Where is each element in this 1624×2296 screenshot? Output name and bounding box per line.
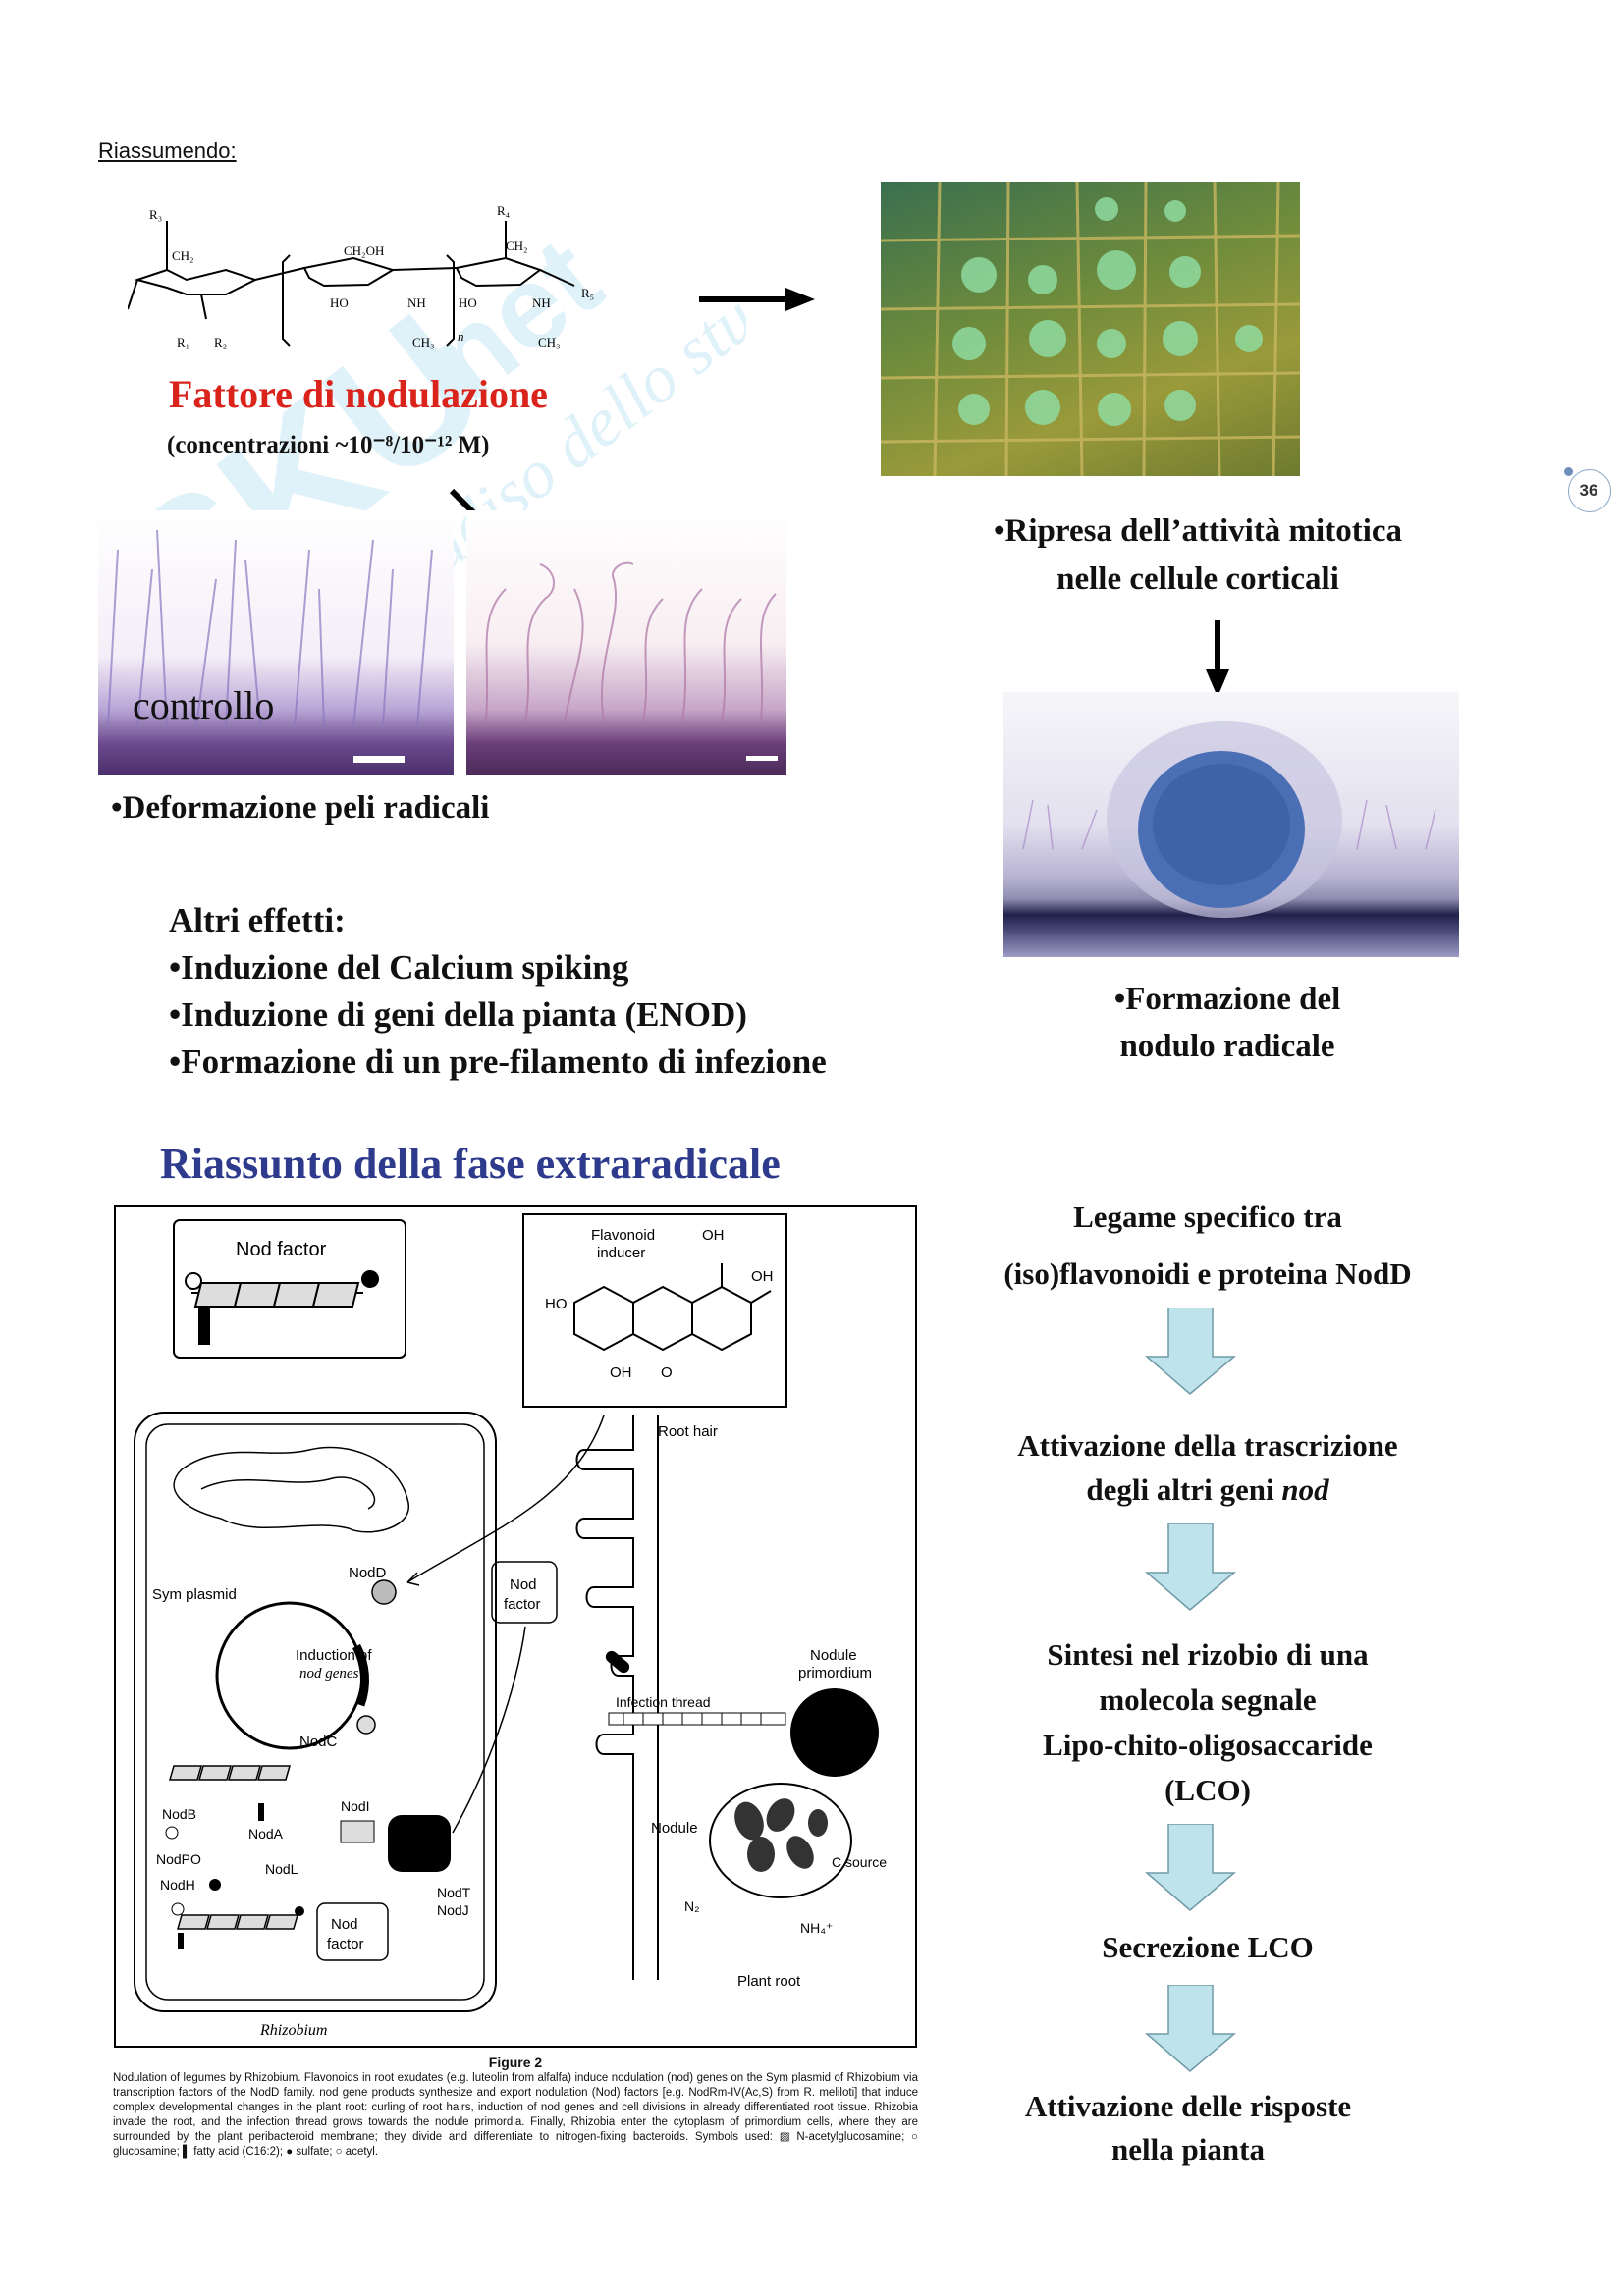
- struct-nh-1: NH: [407, 295, 426, 310]
- struct-r3: R₃: [149, 207, 162, 222]
- struct-ch2-2: CH₂: [506, 239, 528, 253]
- nod-factor-structure: R₃ CH₂ R₁ R₂ CH₂OH HO NH CH₃ n R₄ CH₂ HO…: [128, 201, 638, 363]
- flow-step2-l2a: degli altri geni: [1086, 1472, 1281, 1507]
- struct-ch2-1: CH₂: [172, 248, 194, 263]
- fig-nod-mid-1: Nod: [510, 1576, 537, 1593]
- struct-n: n: [458, 329, 464, 344]
- figure-label: Figure 2: [113, 2055, 918, 2070]
- fig-plant-root: Plant root: [737, 1973, 801, 1990]
- struct-ch3-1: CH₃: [412, 335, 435, 349]
- arrow-right: [699, 285, 817, 314]
- flow-step5-l2: nella pianta: [903, 2132, 1473, 2167]
- caption-deformation: •Deformazione peli radicali: [111, 790, 489, 827]
- struct-r4: R₄: [497, 203, 511, 218]
- flow-step3-l3: Lipo-chito-oligosaccaride: [923, 1728, 1492, 1763]
- other-effect-2: •Induzione di geni della pianta (ENOD): [169, 995, 747, 1035]
- fig-nod-factor-bottom-2: factor: [327, 1936, 364, 1952]
- page-number: 36: [1568, 481, 1609, 501]
- fig-root-hair: Root hair: [658, 1423, 718, 1440]
- fig-sym-plasmid: Sym plasmid: [152, 1586, 237, 1603]
- fig-nodi: NodI: [341, 1798, 370, 1814]
- caption-mitotic-1: •Ripresa dell’attività mitotica: [884, 513, 1512, 550]
- fig-oh-3: OH: [610, 1364, 632, 1381]
- fig-nh4: NH₄⁺: [800, 1920, 833, 1936]
- flow-step1-l1: Legame specifico tra: [923, 1200, 1492, 1235]
- struct-r5: R₅: [581, 286, 594, 300]
- page-number-dot: [1564, 467, 1573, 476]
- fig-nodpo: NodPO: [156, 1851, 201, 1867]
- other-effect-3: •Formazione di un pre-filamento di infez…: [169, 1042, 827, 1082]
- struct-r1: R₁: [177, 335, 189, 349]
- struct-ho-2: HO: [459, 295, 477, 310]
- fig-nodule-primordium-l2: primordium: [798, 1665, 872, 1682]
- fig-nodule-primordium-l1: Nodule: [810, 1647, 857, 1664]
- other-effects-title: Altri effetti:: [169, 901, 346, 940]
- scale-bar-1: [353, 756, 405, 763]
- fig-oh-2: OH: [751, 1268, 774, 1285]
- fig-nodh: NodH: [160, 1877, 195, 1893]
- flow-step3-l2: molecola segnale: [923, 1682, 1492, 1718]
- figure-caption: Nodulation of legumes by Rhizobium. Flav…: [113, 2071, 918, 2160]
- control-label: controllo: [133, 682, 274, 728]
- struct-r2: R₂: [214, 335, 227, 349]
- other-effect-1: •Induzione del Calcium spiking: [169, 948, 628, 988]
- flow-arrow-4: [1144, 1985, 1237, 2073]
- fig-nod-factor-bottom-1: Nod: [331, 1916, 358, 1933]
- caption-nodule-2: nodulo radicale: [1011, 1029, 1443, 1065]
- summary-label: Riassumendo:: [98, 138, 237, 164]
- photo-root-hairs-control: controllo: [98, 510, 454, 775]
- fig-nodd: NodD: [349, 1565, 387, 1581]
- flow-arrow-3: [1144, 1824, 1237, 1912]
- fig-induction-l2: nod genes: [299, 1666, 359, 1682]
- fig-nodule: Nodule: [651, 1820, 698, 1837]
- fig-rhizobium: Rhizobium: [259, 2022, 327, 2039]
- fig-induction-l1: Induction of: [296, 1647, 372, 1664]
- flow-step5-l1: Attivazione delle risposte: [903, 2089, 1473, 2124]
- flow-step2-l2b: nod: [1281, 1472, 1328, 1507]
- struct-ch3-2: CH₃: [538, 335, 561, 349]
- flow-arrow-2: [1144, 1523, 1237, 1612]
- photo-root-hairs-deformed: [466, 510, 786, 775]
- fig-oh-1: OH: [702, 1227, 725, 1244]
- fig-flavonoid-l2: inducer: [597, 1245, 645, 1261]
- struct-ho-1: HO: [330, 295, 349, 310]
- fig-ho: HO: [545, 1296, 568, 1312]
- photo-cortical-cells: [881, 182, 1300, 476]
- fig-nod-factor-box: Nod factor: [236, 1239, 327, 1260]
- flow-step2-l2: degli altri geni nod: [923, 1472, 1492, 1508]
- flow-step3-l4: (LCO): [923, 1773, 1492, 1808]
- fig-nodl: NodL: [265, 1861, 298, 1877]
- figure-diagram: Nod factor Flavonoid inducer OH OH HO OH…: [113, 1204, 918, 2049]
- photo-nodule: [1003, 692, 1459, 957]
- fig-nodt: NodT: [437, 1885, 471, 1900]
- fig-c-source: C source: [832, 1854, 887, 1870]
- struct-ch2oh: CH₂OH: [344, 243, 384, 258]
- struct-nh-2: NH: [532, 295, 551, 310]
- caption-mitotic-2: nelle cellule corticali: [913, 561, 1483, 598]
- flow-step1-l2: (iso)flavonoidi e proteina NodD: [923, 1256, 1492, 1292]
- nod-factor-title: Fattore di nodulazione: [169, 371, 548, 417]
- fig-nodj: NodJ: [437, 1902, 469, 1918]
- caption-nodule-1: •Formazione del: [1011, 982, 1443, 1018]
- flow-arrow-1: [1144, 1308, 1237, 1396]
- section-title: Riassunto della fase extraradicale: [160, 1139, 781, 1189]
- fig-o: O: [661, 1364, 673, 1381]
- arrow-down: [1203, 620, 1232, 699]
- fig-nodc: NodC: [299, 1734, 338, 1750]
- fig-flavonoid-l1: Flavonoid: [591, 1227, 655, 1244]
- flow-step4: Secrezione LCO: [923, 1930, 1492, 1965]
- fig-nod-mid-2: factor: [504, 1596, 541, 1613]
- scale-bar-2: [746, 756, 778, 761]
- fig-n2: N₂: [684, 1898, 700, 1914]
- flow-step3-l1: Sintesi nel rizobio di una: [923, 1637, 1492, 1673]
- nod-factor-concentration: (concentrazioni ~10⁻⁸/10⁻¹² M): [167, 430, 489, 459]
- fig-noda: NodA: [248, 1826, 284, 1842]
- fig-nodb: NodB: [162, 1806, 196, 1822]
- flow-step2-l1: Attivazione della trascrizione: [923, 1428, 1492, 1464]
- fig-infection-thread: Infection thread: [616, 1694, 711, 1710]
